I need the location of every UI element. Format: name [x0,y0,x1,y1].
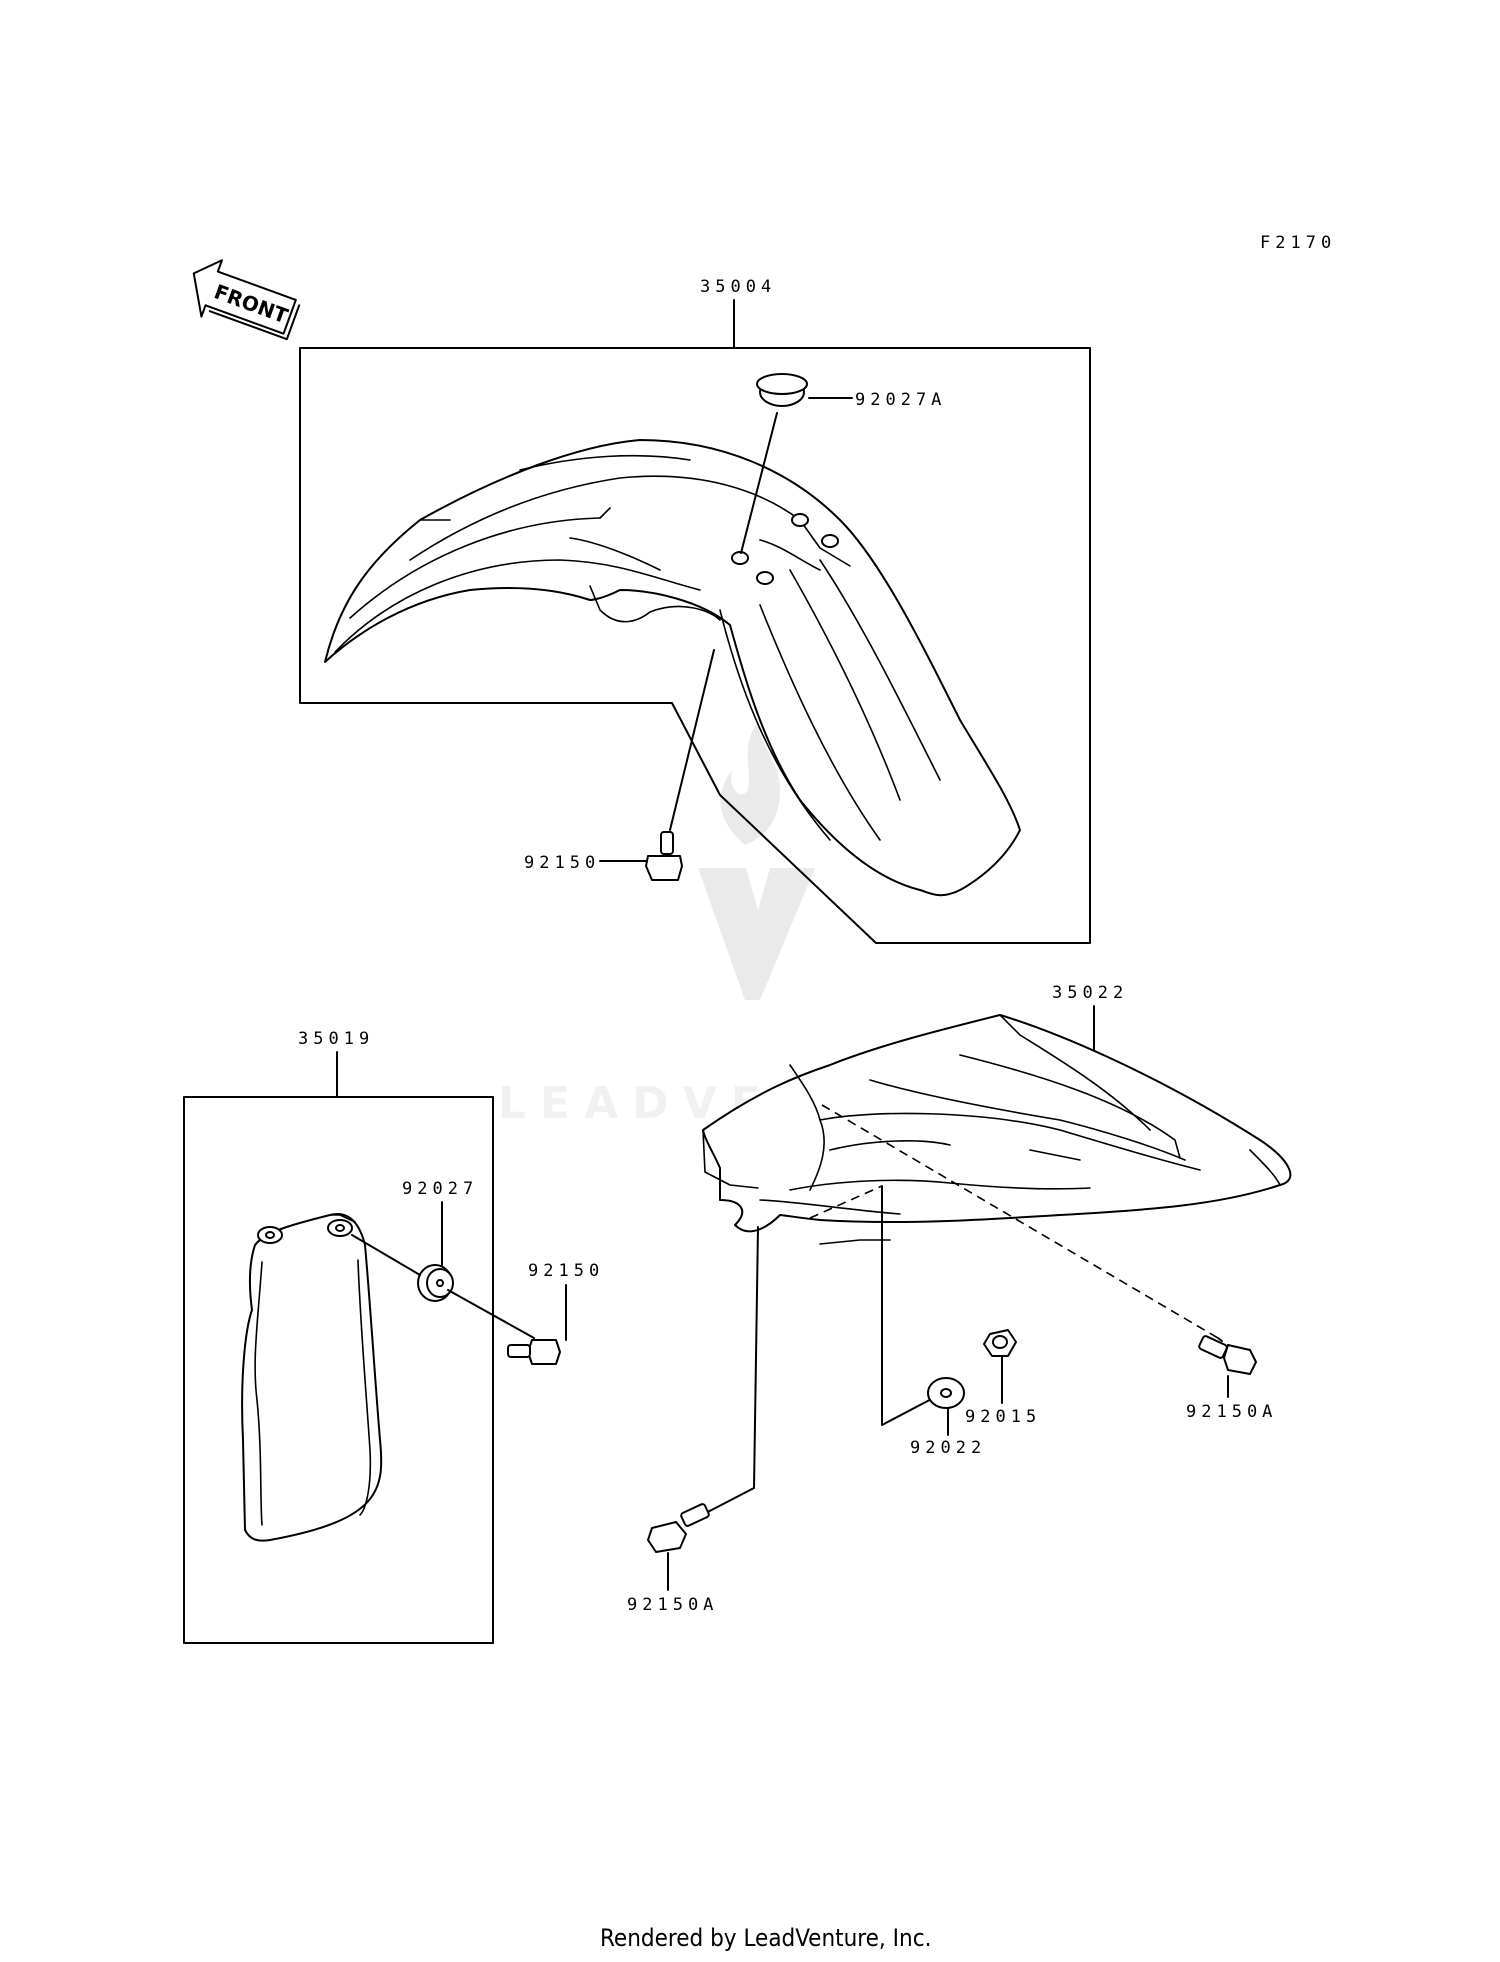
label-35019: 35019 [298,1029,374,1049]
front-arrow-icon: FRONT [192,259,301,341]
label-92150-fork: 92150 [528,1261,604,1281]
footer-credit: Rendered by LeadVenture, Inc. [600,1924,931,1952]
front-fender-group: 35004 [299,277,1091,944]
label-35004: 35004 [700,277,776,297]
fork-guard-part [241,1213,383,1542]
label-92022: 92022 [910,1438,986,1458]
bolt-92150A-right [1198,1335,1257,1375]
front-fender-part [324,439,1021,897]
grommet-92027A [756,373,808,407]
label-92027: 92027 [402,1179,478,1199]
bolt-92150-fork [507,1339,561,1365]
label-92150-front: 92150 [524,853,600,873]
label-92027A: 92027A [855,390,946,410]
grommet-92027 [417,1264,454,1302]
label-92150A-left: 92150A [627,1595,718,1615]
label-92150A-right: 92150A [1186,1402,1277,1422]
bolt-92150-front [645,831,683,881]
nut-92015 [983,1329,1017,1357]
fork-guard-group: 35019 92027 92150 [183,1029,604,1644]
collar-92022 [927,1377,965,1409]
rear-fender-part [702,1014,1292,1245]
label-92015: 92015 [965,1407,1041,1427]
label-35022: 35022 [1052,983,1128,1003]
rear-fender-group: 35022 92150A [627,983,1292,1615]
bolt-92150A-left [647,1503,710,1553]
diagram-id: F2170 [1260,233,1336,253]
